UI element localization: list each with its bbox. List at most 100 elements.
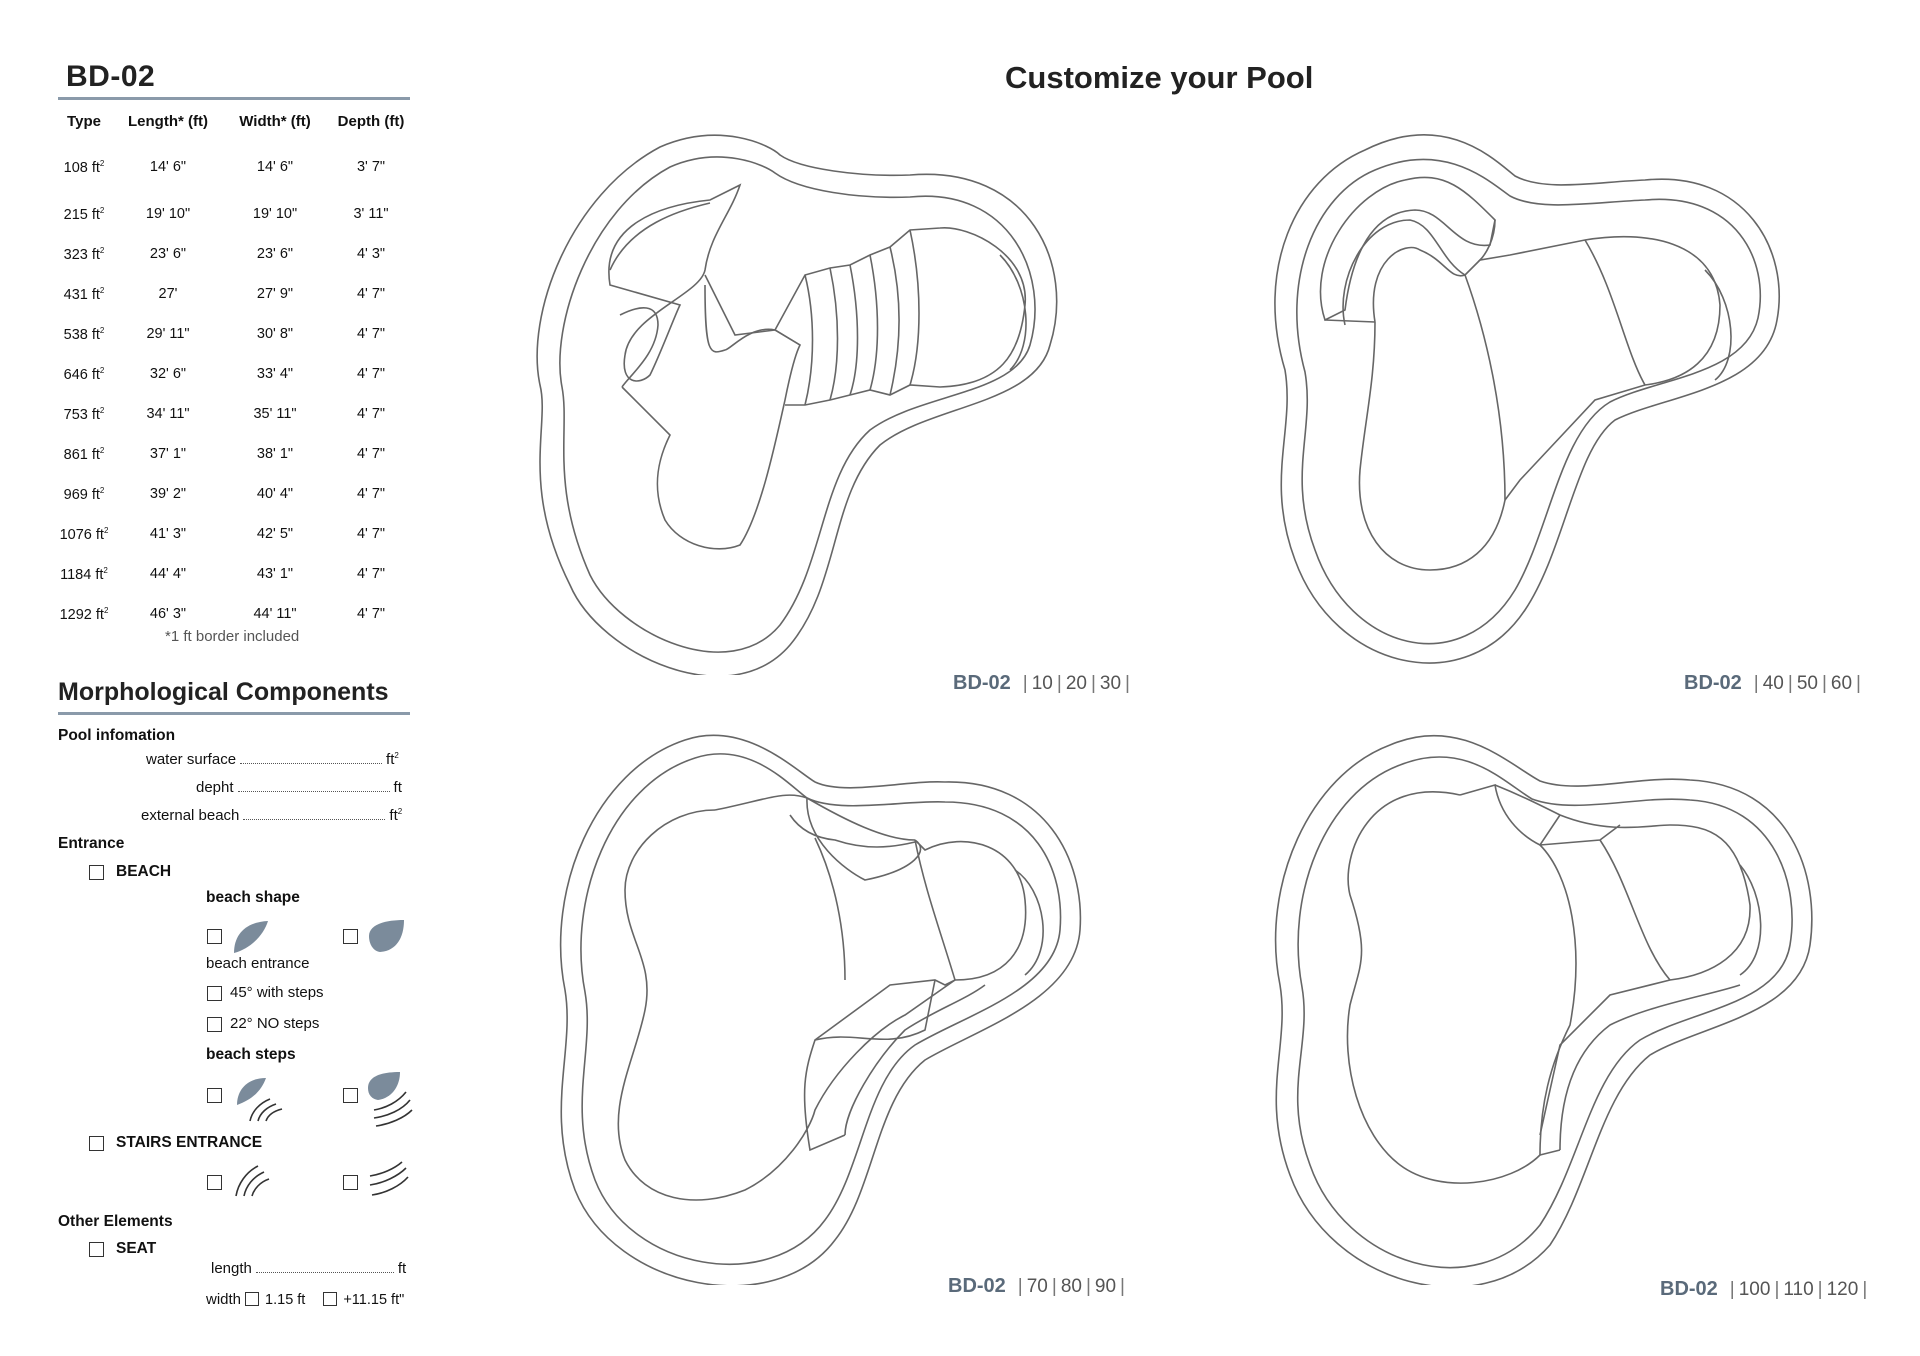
length-cell-value: 34' 11" <box>146 406 190 422</box>
beach-shape-leaf-checkbox[interactable] <box>343 929 358 944</box>
type-cell: 323 ft2 <box>50 234 118 274</box>
pool-diagram-1 <box>536 134 1058 675</box>
beach-steps-quarter-checkbox[interactable] <box>207 1088 222 1103</box>
beach-shape-quarter-checkbox[interactable] <box>207 929 222 944</box>
seat-length-blank[interactable] <box>255 1271 394 1273</box>
beach-checkbox[interactable] <box>89 865 104 880</box>
depth-cell: 4' 3" <box>332 234 410 274</box>
depht-unit: ft <box>393 779 402 796</box>
width-cell: 35' 11" <box>218 394 332 434</box>
type-cell-value: 108 ft <box>63 159 100 176</box>
caption-size: 120 <box>1826 1279 1859 1300</box>
width-cell: 42' 5" <box>218 514 332 554</box>
width-cell-value: 14' 6" <box>256 159 294 175</box>
pool-caption-1: BD-02|10|20|30| <box>953 672 1130 694</box>
morphological-components-title: Morphological Components <box>58 678 389 706</box>
caption-size: 90 <box>1094 1276 1117 1297</box>
caption-model: BD-02 <box>948 1275 1006 1297</box>
width-option-1-checkbox[interactable] <box>245 1292 260 1306</box>
stairs-entrance-checkbox[interactable] <box>89 1136 104 1151</box>
depth-cell: 4' 7" <box>332 594 410 634</box>
length-cell-value: 37' 1" <box>149 446 187 462</box>
table-header-row: Type Length* (ft) Width* (ft) Depth (ft) <box>50 108 410 134</box>
area-unit-exponent: 2 <box>103 605 109 615</box>
width-cell-value: 43' 1" <box>256 566 294 582</box>
beach-entrance-label: beach entrance <box>206 955 310 972</box>
pool-info-heading: Pool infomation <box>58 727 176 744</box>
beach-steps-leaf-icon <box>368 1072 413 1127</box>
length-cell: 23' 6" <box>118 234 218 274</box>
depth-cell-value: 4' 7" <box>356 326 386 342</box>
type-cell-value: 861 ft <box>63 446 100 463</box>
area-unit-exponent: 2 <box>103 525 109 535</box>
length-cell-value: 39' 2" <box>149 486 187 502</box>
length-cell-value: 23' 6" <box>149 246 187 262</box>
width-cell-value: 40' 4" <box>256 486 294 502</box>
beach-label: BEACH <box>116 863 172 880</box>
seat-length-label: length <box>211 1260 252 1277</box>
column-header-type: Type <box>67 112 101 130</box>
depth-cell: 4' 7" <box>332 514 410 554</box>
length-cell-value: 19' 10" <box>145 206 191 222</box>
page-heading: Customize your Pool <box>1005 60 1314 95</box>
pool-caption-3: BD-02|70|80|90| <box>948 1275 1125 1297</box>
width-cell-value: 35' 11" <box>253 406 297 422</box>
option-22-checkbox[interactable] <box>207 1017 222 1032</box>
type-cell-value: 969 ft <box>63 486 100 503</box>
area-unit-exponent: 2 <box>99 405 105 415</box>
width-cell-value: 44' 11" <box>253 606 297 622</box>
type-cell: 753 ft2 <box>50 394 118 434</box>
width-option-1-label: 1.15 ft <box>265 1292 306 1308</box>
depth-cell: 3' 7" <box>332 134 410 194</box>
caption-size: 40 <box>1762 673 1784 694</box>
area-unit-exponent: 2 <box>99 245 105 255</box>
area-unit-exponent: 2 <box>99 365 105 375</box>
beach-shape-leaf-icon <box>369 920 404 952</box>
table-row: 753 ft2 34' 11" 35' 11" 4' 7" <box>50 394 410 434</box>
column-header-depth: Depth (ft) <box>337 112 405 130</box>
width-cell: 44' 11" <box>218 594 332 634</box>
type-cell: 538 ft2 <box>50 314 118 354</box>
beach-steps-heading: beach steps <box>206 1046 296 1063</box>
length-cell-value: 32' 6" <box>149 366 187 382</box>
type-cell-value: 323 ft <box>63 246 100 263</box>
depth-cell: 3' 11" <box>332 194 410 234</box>
beach-steps-quarter-icon <box>237 1078 283 1122</box>
type-cell: 969 ft2 <box>50 474 118 514</box>
caption-size: 30 <box>1099 673 1122 694</box>
caption-size: 70 <box>1026 1276 1048 1297</box>
pool-caption-4: BD-02|100|110|120| <box>1660 1278 1868 1300</box>
width-cell-value: 23' 6" <box>256 246 294 262</box>
depth-cell: 4' 7" <box>332 394 410 434</box>
length-cell: 37' 1" <box>118 434 218 474</box>
width-option-2-checkbox[interactable] <box>323 1292 338 1306</box>
width-cell-value: 33' 4" <box>256 366 294 382</box>
seat-checkbox[interactable] <box>89 1242 104 1257</box>
water-surface-unit-exponent: 2 <box>394 751 399 760</box>
type-cell-value: 753 ft <box>63 406 100 423</box>
external-beach-blank[interactable] <box>243 818 386 820</box>
area-unit-exponent: 2 <box>99 445 105 455</box>
length-cell: 27' <box>118 274 218 314</box>
length-cell-value: 41' 3" <box>149 526 187 542</box>
beach-steps-leaf-checkbox[interactable] <box>343 1088 358 1103</box>
depth-cell-value: 4' 7" <box>356 486 386 502</box>
stairs-arc-checkbox[interactable] <box>207 1175 222 1190</box>
depht-blank[interactable] <box>237 790 390 792</box>
option-45-checkbox[interactable] <box>207 986 222 1001</box>
border-footnote: *1 ft border included <box>165 628 300 645</box>
width-cell: 14' 6" <box>218 134 332 194</box>
caption-size: 60 <box>1830 673 1853 694</box>
stairs-diagonal-checkbox[interactable] <box>343 1175 358 1190</box>
stairs-entrance-label: STAIRS ENTRANCE <box>116 1134 263 1151</box>
water-surface-unit: ft <box>386 751 395 768</box>
type-cell: 431 ft2 <box>50 274 118 314</box>
external-beach-unit-exponent: 2 <box>397 807 403 816</box>
water-surface-blank[interactable] <box>240 762 383 764</box>
